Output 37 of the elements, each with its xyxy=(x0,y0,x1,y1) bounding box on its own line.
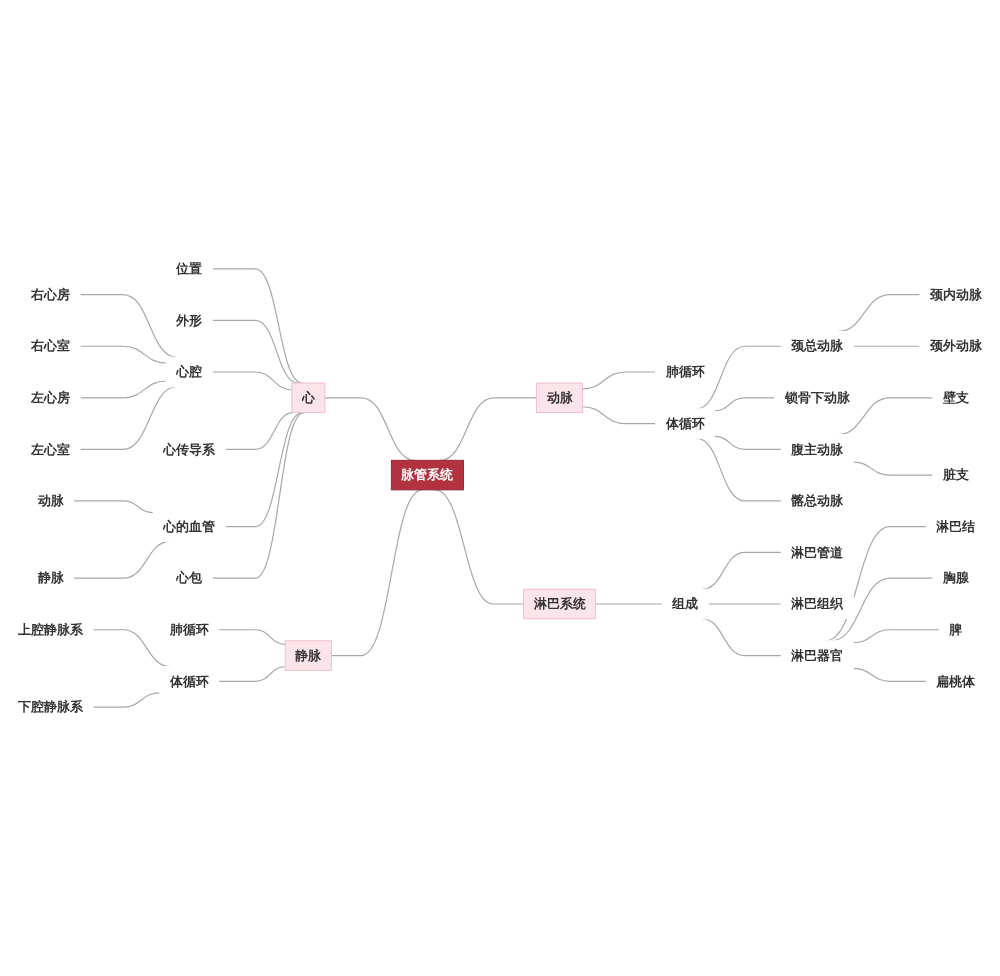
connector xyxy=(582,406,657,425)
connector xyxy=(695,437,782,502)
connector xyxy=(330,489,423,657)
connector xyxy=(224,411,303,528)
connector xyxy=(595,603,663,605)
connector xyxy=(434,489,525,605)
connector xyxy=(582,371,657,390)
connector xyxy=(211,371,293,391)
connector xyxy=(79,380,167,399)
connector xyxy=(79,386,178,450)
connector xyxy=(79,345,167,364)
node-box xyxy=(291,382,326,414)
connector xyxy=(211,319,299,384)
connector xyxy=(714,397,776,412)
connector xyxy=(707,603,782,605)
connector xyxy=(211,411,305,579)
connector xyxy=(218,666,286,682)
connector xyxy=(324,397,416,461)
connector xyxy=(701,551,782,590)
connector xyxy=(701,618,782,657)
connector xyxy=(439,397,538,461)
node-box xyxy=(284,640,332,671)
connector xyxy=(224,411,294,450)
connector xyxy=(211,268,303,384)
connector xyxy=(92,692,161,708)
connector xyxy=(852,629,941,644)
connector xyxy=(852,345,921,347)
connector xyxy=(218,629,286,645)
connector xyxy=(714,435,782,450)
node-box xyxy=(523,588,597,620)
connector xyxy=(852,667,928,682)
connector xyxy=(852,461,934,476)
connector xyxy=(72,500,154,514)
connector xyxy=(92,629,171,668)
connector xyxy=(79,294,178,358)
node-box xyxy=(536,382,584,414)
node-box xyxy=(390,459,464,491)
